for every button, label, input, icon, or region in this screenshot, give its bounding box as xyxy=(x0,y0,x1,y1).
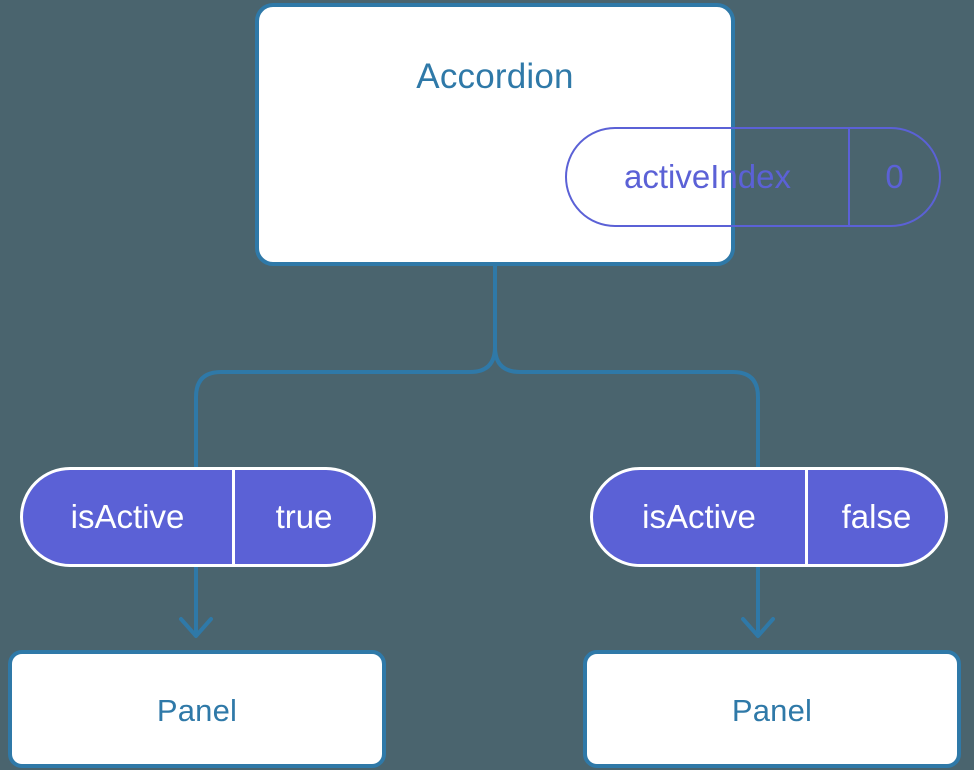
arrow-left-pill-to-panel xyxy=(179,567,213,638)
node-panel-right[interactable]: Panel xyxy=(583,650,961,768)
connector-to-left-branch xyxy=(194,266,497,467)
state-pill-active-index[interactable]: activeIndex 0 xyxy=(565,127,941,227)
connector-to-right-branch xyxy=(493,266,760,467)
prop-pill-key: isActive xyxy=(23,470,235,564)
panel-right-title: Panel xyxy=(731,693,813,728)
prop-pill-is-active-true[interactable]: isActive true xyxy=(20,467,376,567)
panel-left-title: Panel xyxy=(156,693,238,728)
prop-pill-value: false xyxy=(841,498,912,535)
arrow-right-pill-to-panel xyxy=(741,567,775,638)
state-pill-value: 0 xyxy=(885,158,904,195)
state-pill-key: activeIndex xyxy=(567,129,850,225)
accordion-title: Accordion xyxy=(416,57,574,96)
prop-pill-is-active-false[interactable]: isActive false xyxy=(590,467,948,567)
node-panel-left[interactable]: Panel xyxy=(8,650,386,768)
prop-pill-key: isActive xyxy=(593,470,808,564)
node-accordion[interactable]: Accordion activeIndex 0 xyxy=(255,3,941,266)
prop-pill-value: true xyxy=(275,498,333,535)
